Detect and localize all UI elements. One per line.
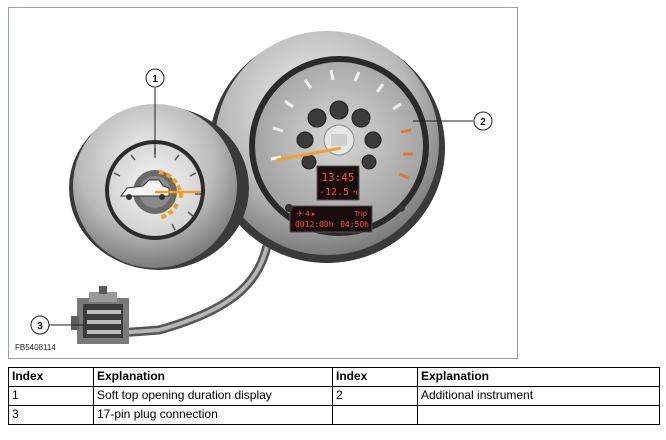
index-table: Index Explanation Index Explanation 1 So…: [8, 367, 660, 425]
instrument-illustration: 13:45 -12.5 °C ✈ 4 ▸ Trip 0012:00h 04:50…: [30, 31, 493, 344]
table-row: 1 Soft top opening duration display 2 Ad…: [8, 386, 660, 406]
callout-2: 2: [413, 111, 493, 131]
table-row: 3 17-pin plug connection: [8, 405, 660, 425]
temperature-unit: °C: [352, 190, 360, 197]
table-cell: 2: [332, 386, 418, 406]
additional-instrument: 13:45 -12.5 °C ✈ 4 ▸ Trip 0012:00h 04:50…: [209, 31, 445, 263]
trip-elapsed-time: 04:50h: [340, 220, 369, 229]
column-header: Explanation: [93, 367, 333, 387]
table-cell: Additional instrument: [417, 386, 660, 406]
table-header-row: Index Explanation Index Explanation: [8, 367, 660, 387]
column-header: Index: [332, 367, 418, 387]
table-cell: 3: [8, 405, 94, 425]
table-cell: 1: [8, 386, 94, 406]
table-cell: [332, 405, 418, 425]
clock-display: 13:45: [321, 171, 354, 184]
soft-top-duration-display: [69, 104, 249, 270]
svg-text:3: 3: [37, 321, 43, 332]
svg-text:2: 2: [480, 117, 486, 128]
column-header: Index: [8, 367, 94, 387]
plug-connector: [71, 286, 129, 344]
trip-total-time: 0012:00h: [295, 220, 334, 229]
svg-text:1: 1: [152, 74, 158, 85]
callout-1: 1: [145, 68, 165, 158]
column-header: Explanation: [417, 367, 660, 387]
instrument-figure: 13:45 -12.5 °C ✈ 4 ▸ Trip 0012:00h 04:50…: [8, 7, 518, 359]
trip-symbol: ✈ 4 ▸: [297, 210, 316, 218]
trip-label: Trip: [353, 210, 367, 218]
table-cell: 17-pin plug connection: [93, 405, 333, 425]
table-cell: [417, 405, 660, 425]
table-cell: Soft top opening duration display: [93, 386, 333, 406]
callout-3: 3: [30, 315, 85, 335]
temperature-display: -12.5: [319, 187, 349, 198]
figure-id: FB5408114: [15, 343, 56, 352]
